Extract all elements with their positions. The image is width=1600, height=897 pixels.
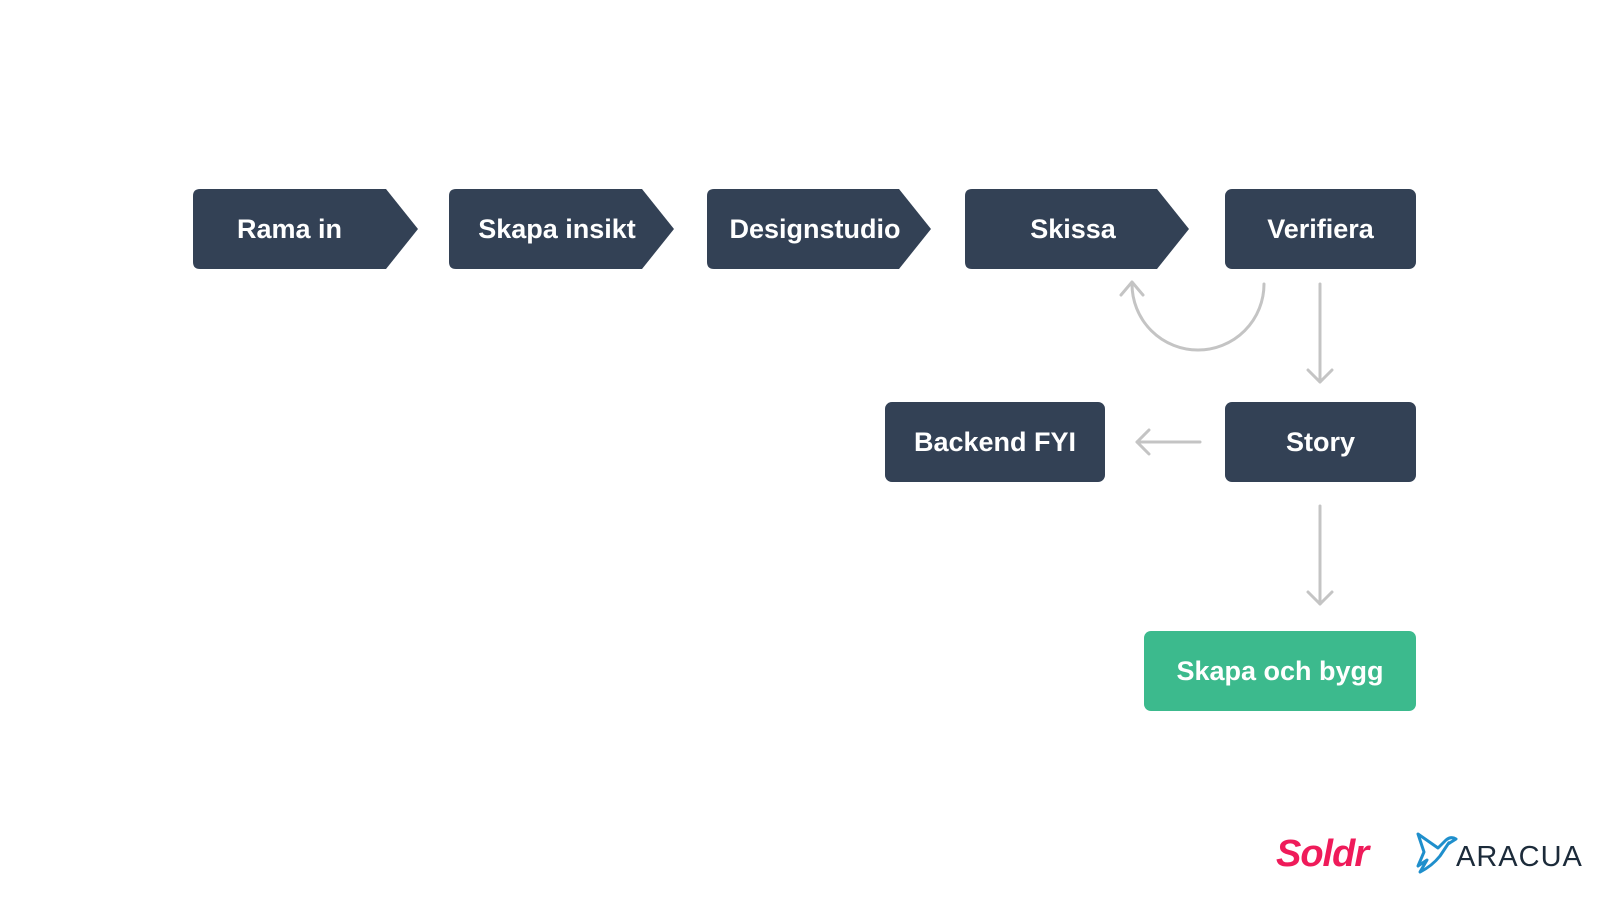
step-skapa-insikt-shape	[449, 189, 674, 269]
step-story-shape	[1225, 402, 1416, 482]
aracua-logo: ARACUA	[1456, 841, 1583, 873]
step-skapa-och-bygg: Skapa och bygg	[1176, 655, 1384, 686]
aracua-bird-icon	[1416, 832, 1458, 874]
soldr-logo: Soldr	[1276, 833, 1369, 875]
loop-arrow	[1130, 282, 1266, 352]
arrow-verifiera-to-story-head	[1306, 368, 1334, 384]
step-skapa-insikt: Skapa insikt	[478, 213, 636, 244]
step-skissa-shape	[965, 189, 1189, 269]
step-verifiera: Verifiera	[1267, 213, 1374, 244]
arrow-story-to-backend-head	[1135, 428, 1151, 456]
step-backend-fyi: Backend FYI	[913, 426, 1077, 457]
step-rama-in-shape	[193, 189, 418, 269]
step-backend-fyi-shape	[885, 402, 1105, 482]
step-designstudio: Designstudio	[729, 213, 901, 244]
step-designstudio-shape	[707, 189, 931, 269]
step-rama-in: Rama in	[236, 213, 343, 244]
step-story: Story	[1285, 426, 1356, 457]
step-verifiera-shape	[1225, 189, 1416, 269]
step-skissa: Skissa	[1030, 213, 1116, 244]
arrow-story-to-build-head	[1306, 590, 1334, 606]
step-skapa-och-bygg-shape	[1144, 631, 1416, 711]
loop-arrow-head	[1119, 280, 1145, 297]
